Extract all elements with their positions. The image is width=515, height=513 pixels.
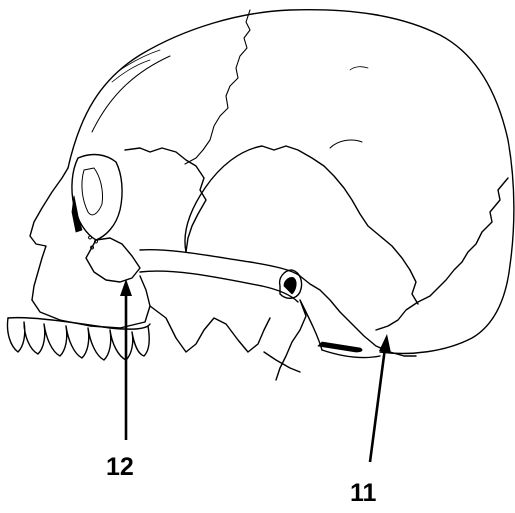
callout-11-label: 11 — [350, 481, 376, 506]
callout-12-label: 12 — [106, 455, 134, 480]
